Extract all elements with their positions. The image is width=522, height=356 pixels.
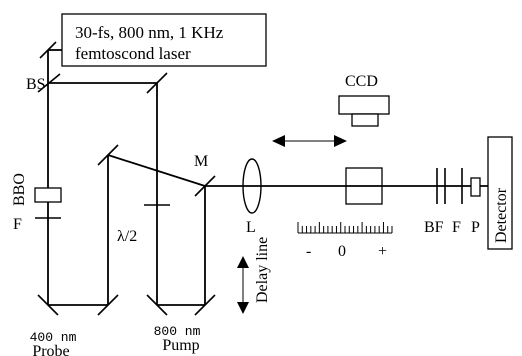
mirror-pump-top — [146, 72, 168, 94]
label-scale-zero: 0 — [338, 243, 346, 260]
ccd-camera — [338, 95, 390, 127]
laser-spec-line2: femtoscond laser — [75, 44, 191, 63]
label-detector: Detector — [493, 187, 510, 243]
label-ccd: CCD — [345, 73, 378, 90]
label-bs: BS — [26, 76, 46, 93]
mirror-delay-left — [146, 294, 168, 316]
translation-double-arrow — [272, 135, 347, 147]
mirror-top-left — [39, 41, 57, 59]
mirror-probe-bottom-right — [97, 294, 119, 316]
label-scale-plus: + — [378, 243, 387, 260]
label-p: P — [471, 219, 480, 236]
mirror-probe-bottom-left — [37, 294, 59, 316]
sample-cell — [345, 167, 383, 205]
polarizer — [470, 177, 481, 197]
laser-source: 30-fs, 800 nm, 1 KHz femtoscond laser — [61, 13, 267, 67]
label-pump-wavelength: 800 nm — [154, 324, 201, 339]
mirror-m — [194, 175, 216, 197]
label-probe: Probe — [32, 343, 69, 356]
label-delay-line: Delay line — [254, 237, 271, 303]
probe-to-mirror-beam — [107, 154, 206, 187]
detector-box — [487, 136, 513, 250]
position-scale — [297, 222, 393, 234]
delay-line-arrow — [237, 256, 249, 314]
label-m: M — [194, 153, 208, 170]
label-f-right: F — [452, 219, 461, 236]
laser-spec-line1: 30-fs, 800 nm, 1 KHz — [75, 23, 224, 42]
beam-splitter — [37, 73, 61, 93]
label-probe-wavelength: 400 nm — [30, 330, 77, 345]
label-scale-minus: - — [306, 243, 311, 260]
label-l: L — [246, 219, 256, 236]
label-pump: Pump — [162, 337, 199, 354]
mirrors — [37, 41, 216, 316]
label-bf: BF — [424, 219, 444, 236]
label-lambda-half: λ/2 — [117, 228, 137, 245]
label-bbo: BBO — [11, 173, 28, 206]
mirror-probe-top — [97, 144, 119, 166]
bbo-crystal — [34, 187, 62, 203]
label-f-left: F — [13, 216, 22, 233]
mirror-delay-right — [194, 294, 216, 316]
